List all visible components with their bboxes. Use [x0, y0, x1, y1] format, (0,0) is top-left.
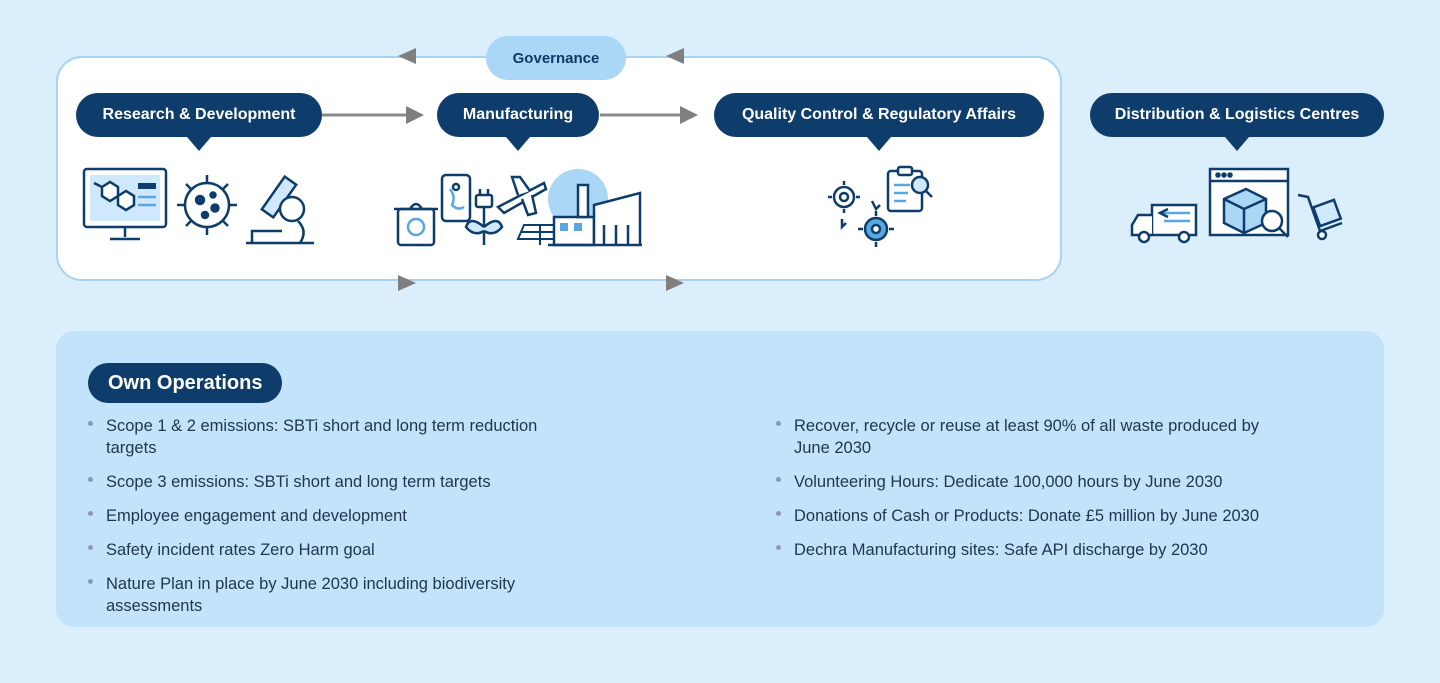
solar-panel-icon	[516, 224, 564, 245]
arrow-rd-to-mfg-head	[406, 106, 424, 124]
own-operations-left-list: Scope 1 & 2 emissions: SBTi short and lo…	[88, 415, 588, 629]
clipboard-search-icon	[886, 165, 933, 213]
factory-icon	[548, 169, 642, 247]
stage-research-development: Research & Development	[76, 93, 322, 151]
arrow-right-bottom-2	[666, 275, 684, 291]
list-item: Donations of Cash or Products: Donate £5…	[776, 505, 1296, 527]
distribution-icon-group	[1130, 167, 1343, 244]
arrow-right-bottom-1	[398, 275, 416, 291]
microscope-icon	[246, 174, 314, 245]
phone-map-icon	[440, 173, 472, 223]
list-item: Nature Plan in place by June 2030 includ…	[88, 573, 588, 617]
stage-label: Manufacturing	[462, 106, 574, 123]
delivery-truck-icon	[1130, 203, 1198, 244]
flow-arrows	[322, 48, 698, 291]
own-operations-right-list: Recover, recycle or reuse at least 90% o…	[776, 415, 1296, 573]
governance-pill: Governance	[486, 36, 626, 80]
stage-label: Research & Development	[102, 106, 296, 123]
stage-label: Distribution & Logistics Centres	[1114, 106, 1360, 123]
mfg-icon-group	[394, 169, 642, 247]
package-search-icon	[1208, 167, 1290, 238]
stage-quality-control: Quality Control & Regulatory Affairs	[714, 93, 1044, 151]
virus-icon	[177, 175, 237, 235]
list-item: Scope 3 emissions: SBTi short and long t…	[88, 471, 588, 493]
list-item: Dechra Manufacturing sites: Safe API dis…	[776, 539, 1296, 561]
rd-icon-group	[82, 167, 314, 245]
list-item: Recover, recycle or reuse at least 90% o…	[776, 415, 1296, 459]
list-item: Scope 1 & 2 emissions: SBTi short and lo…	[88, 415, 588, 459]
recycle-bin-icon	[394, 202, 438, 247]
stage-distribution-logistics: Distribution & Logistics Centres	[1090, 93, 1384, 151]
stage-manufacturing: Manufacturing	[437, 93, 599, 151]
hand-trolley-icon	[1297, 193, 1343, 241]
qc-icon-group	[828, 165, 933, 247]
airplane-icon	[495, 175, 548, 217]
stage-label: Quality Control & Regulatory Affairs	[741, 106, 1017, 123]
list-item: Volunteering Hours: Dedicate 100,000 hou…	[776, 471, 1296, 493]
own-operations-title: Own Operations	[88, 363, 283, 403]
plug-plant-icon	[464, 189, 504, 245]
arrow-mfg-to-qc-head	[680, 106, 698, 124]
arrow-left-top-1	[398, 48, 416, 64]
list-item: Safety incident rates Zero Harm goal	[88, 539, 588, 561]
arrow-left-top-2	[666, 48, 684, 64]
lab-computer-icon	[82, 167, 168, 241]
list-item: Employee engagement and development	[88, 505, 588, 527]
gears-icon	[828, 181, 894, 247]
